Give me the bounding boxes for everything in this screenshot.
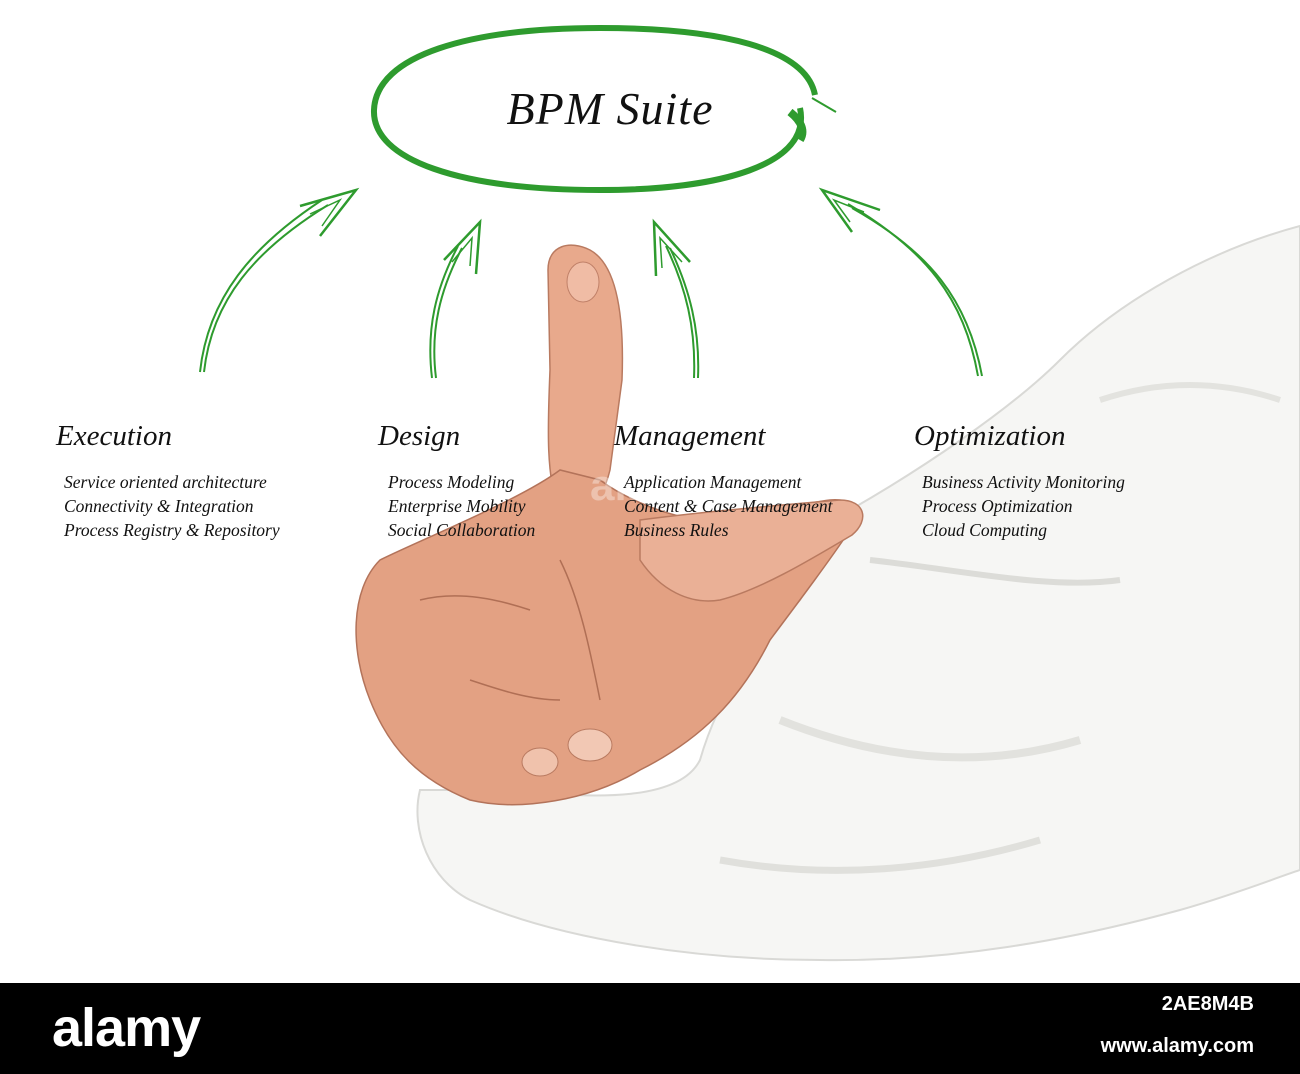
- list-item: Connectivity & Integration: [64, 496, 254, 516]
- alamy-logo: alamy: [52, 998, 201, 1058]
- diagram-artwork: alamy: [199, 24, 1300, 962]
- website-link[interactable]: www.alamy.com: [1100, 1035, 1254, 1057]
- shirt-sleeve: [416, 224, 1300, 962]
- pointing-hand: [355, 244, 864, 806]
- list-item: Service oriented architecture: [64, 472, 267, 492]
- list-item: Business Activity Monitoring: [922, 472, 1125, 492]
- title-ellipse: [370, 24, 837, 194]
- image-id: 2AE8M4B: [1161, 993, 1254, 1015]
- list-item: Process Registry & Repository: [64, 520, 280, 540]
- list-item: Business Rules: [624, 520, 729, 540]
- arrow-execution: [199, 187, 360, 373]
- list-item: Application Management: [624, 472, 802, 492]
- list-optimization: Business Activity Monitoring Process Opt…: [922, 470, 1125, 542]
- diagram-title: BPM Suite: [506, 83, 714, 134]
- list-item: Social Collaboration: [388, 520, 536, 540]
- diagram-canvas: alamy BPM Suite Execution Service orient…: [56, 24, 1300, 962]
- heading-optimization: Optimization: [914, 420, 1066, 452]
- heading-design: Design: [378, 420, 461, 452]
- list-execution: Service oriented architecture Connectivi…: [64, 470, 280, 542]
- list-management: Application Management Content & Case Ma…: [624, 470, 833, 542]
- list-item: Cloud Computing: [922, 520, 1047, 540]
- stock-photo-footer: alamy 2AE8M4B www.alamy.com: [0, 983, 1300, 1074]
- heading-management: Management: [614, 420, 766, 452]
- watermark-text: alamy: [590, 461, 715, 510]
- list-item: Content & Case Management: [624, 496, 833, 516]
- arrow-design: [429, 218, 482, 379]
- list-item: Process Modeling: [388, 472, 515, 492]
- list-item: Process Optimization: [922, 496, 1073, 516]
- arrow-management: [652, 218, 700, 379]
- list-design: Process Modeling Enterprise Mobility Soc…: [388, 470, 535, 542]
- heading-execution: Execution: [56, 420, 172, 452]
- arrow-optimization: [818, 187, 983, 377]
- list-item: Enterprise Mobility: [388, 496, 526, 516]
